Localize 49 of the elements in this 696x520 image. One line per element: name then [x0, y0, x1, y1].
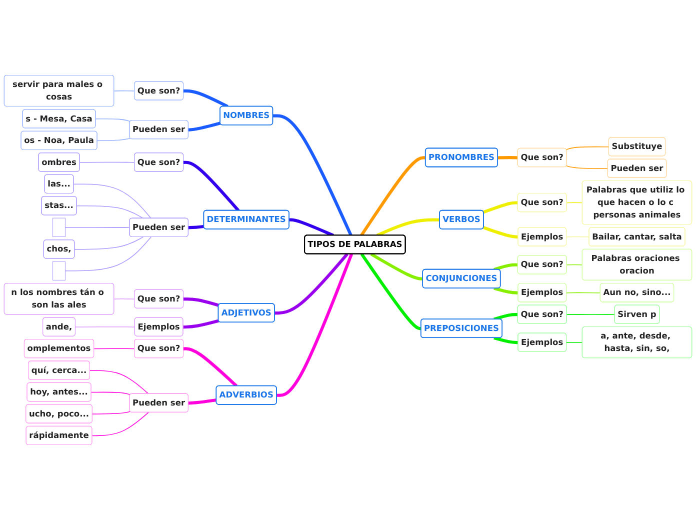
connector: [566, 342, 583, 343]
connector: [75, 326, 136, 328]
connector: [376, 218, 440, 237]
connector: [114, 90, 135, 92]
connector: [183, 319, 220, 329]
connector: [79, 162, 135, 163]
connector: [184, 297, 220, 307]
connector: [74, 236, 144, 250]
connector: [276, 253, 354, 397]
connector: [272, 114, 352, 236]
connector: [483, 226, 518, 239]
connector: [498, 156, 518, 160]
connector: [184, 89, 228, 108]
connector: [73, 184, 152, 219]
connector: [566, 236, 590, 238]
connector: [188, 122, 221, 132]
connector: [566, 166, 608, 170]
connector: [566, 202, 583, 204]
node-box: [52, 261, 66, 280]
connector: [494, 336, 518, 344]
connector: [274, 253, 348, 315]
connector: [188, 398, 217, 405]
connector: [90, 392, 131, 396]
connector: [94, 348, 135, 350]
connector: [90, 370, 149, 394]
connector: [482, 201, 518, 214]
connector: [494, 263, 518, 272]
connector: [566, 146, 610, 150]
connector: [114, 298, 135, 300]
connector: [184, 347, 238, 388]
connector: [566, 292, 601, 294]
connector: [360, 253, 422, 330]
connector: [92, 412, 149, 436]
connector: [184, 160, 240, 212]
connector: [64, 236, 152, 272]
node-box: [52, 218, 66, 237]
connector: [92, 411, 131, 414]
connector: [494, 313, 518, 321]
connector: [64, 227, 130, 228]
connector: [566, 264, 583, 266]
connector: [566, 314, 616, 315]
connector: [494, 286, 518, 294]
connector: [370, 252, 423, 280]
connector: [360, 156, 426, 236]
connector: [96, 138, 131, 142]
connector: [288, 218, 334, 237]
connector: [188, 224, 204, 230]
connector: [76, 205, 144, 219]
connector: [95, 118, 131, 122]
